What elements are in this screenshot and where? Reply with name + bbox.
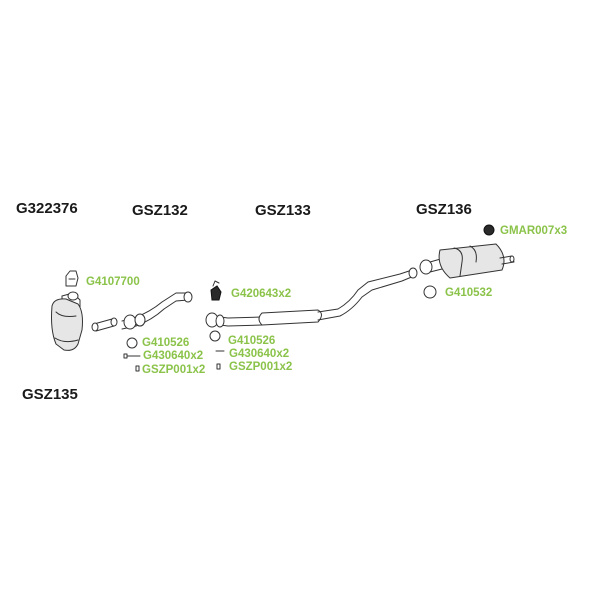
part-label-g410532: G410532 [445, 287, 492, 299]
rear-muffler [419, 243, 515, 279]
spring-right [216, 363, 221, 370]
bolt-left [123, 353, 141, 359]
gasket-ring-right [209, 330, 221, 342]
middle-pipe-with-resonator [205, 267, 418, 328]
spring-left [135, 365, 140, 372]
label-g322376: G322376 [16, 200, 78, 217]
label-gsz132: GSZ132 [132, 202, 188, 219]
part-label-g410526-right: G410526 [228, 335, 275, 347]
part-label-gszp001-left: GSZP001x2 [142, 364, 205, 376]
part-label-g430640-right: G430640x2 [229, 348, 289, 360]
label-gsz133: GSZ133 [255, 202, 311, 219]
connector-pipe [91, 317, 118, 332]
rubber-mount [483, 224, 495, 236]
part-label-g4107700: G4107700 [86, 276, 140, 288]
catalytic-converter [51, 291, 83, 351]
label-gsz136: GSZ136 [416, 201, 472, 218]
part-label-g430640-left: G430640x2 [143, 350, 203, 362]
front-pipe [121, 291, 193, 330]
part-label-gszp001-right: GSZP001x2 [229, 361, 292, 373]
heat-shield-part [65, 270, 79, 287]
flange-clamp [210, 280, 222, 301]
part-label-g420643: G420643x2 [231, 288, 291, 300]
gasket-ring-rear [423, 285, 437, 299]
part-label-gmar007: GMAR007x3 [500, 225, 567, 237]
gasket-ring-left [126, 337, 138, 349]
label-gsz135: GSZ135 [22, 386, 78, 403]
part-label-g410526-left: G410526 [142, 337, 189, 349]
